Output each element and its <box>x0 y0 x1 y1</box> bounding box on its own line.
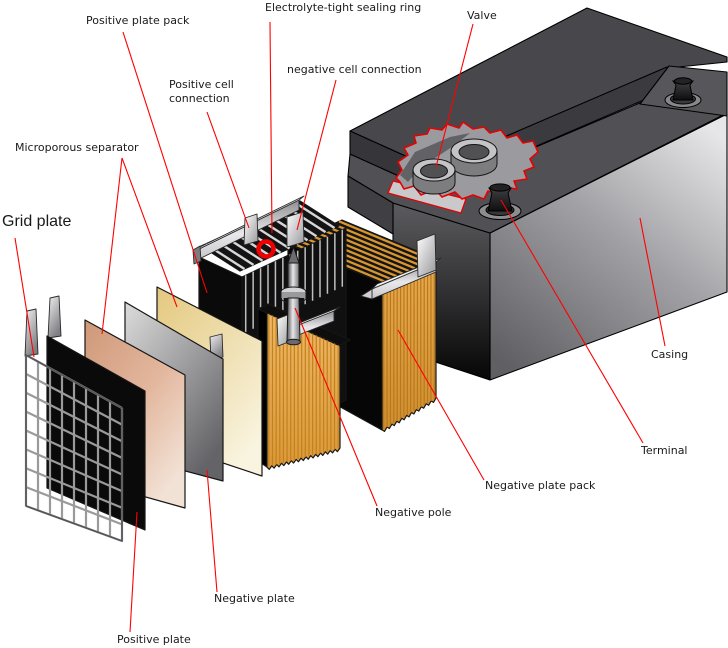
terminal-rear <box>664 77 702 108</box>
positive-plate-lug <box>47 295 62 339</box>
valve-front <box>412 158 456 195</box>
neg-pack-strap-flag <box>416 233 437 278</box>
label-negative-plate: Negative plate <box>214 592 295 605</box>
valve-rear <box>450 138 498 177</box>
leader-negative-cell-connection <box>296 79 337 231</box>
neg-pack-strap <box>360 233 442 300</box>
label-negative-pole: Negative pole <box>375 506 452 519</box>
leader-negative-plate <box>206 469 218 593</box>
leader-microporous-separator-2 <box>121 157 178 308</box>
negative-plate-pack <box>287 219 442 432</box>
positive-plate-black <box>46 295 146 531</box>
label-valve: Valve <box>467 9 497 22</box>
casing <box>347 7 728 381</box>
leader-valve <box>435 23 474 168</box>
leader-sealing-ring <box>269 21 273 234</box>
label-electrolyte-sealing-ring: Electrolyte-tight sealing ring <box>265 1 422 14</box>
label-terminal: Terminal <box>641 444 688 457</box>
pos-pack-strap <box>192 195 305 265</box>
negative-cell-connection-flag <box>286 211 305 248</box>
leader-negative-plate-pack <box>397 329 485 481</box>
annotations <box>14 21 666 633</box>
front-pack-face <box>266 312 341 470</box>
label-microporous-separator: Microporous separator <box>15 141 139 154</box>
label-positive-plate-pack: Positive plate pack <box>86 14 190 27</box>
leader-positive-plate-pack <box>122 31 208 294</box>
label-casing: Casing <box>651 348 689 361</box>
label-negative-plate-pack: Negative plate pack <box>485 479 596 492</box>
neg-pack-side-stripes <box>383 259 435 429</box>
label-negative-cell-connection: negative cell connection <box>287 63 422 76</box>
neg-pack-right-face <box>381 258 437 432</box>
leader-microporous-separator-1 <box>101 157 123 335</box>
front-pack-stripes <box>268 313 339 467</box>
positive-cell-connection-flag <box>243 213 259 246</box>
casing-left-step-face <box>347 175 394 235</box>
leader-positive-plate <box>129 511 138 633</box>
cutaway <box>387 121 539 214</box>
leader-negative-pole <box>294 307 378 507</box>
negative-pole <box>280 245 307 346</box>
leader-grid-plate <box>14 237 35 358</box>
sealing-ring-marker <box>256 239 276 259</box>
front-plate-pack <box>257 245 351 470</box>
label-positive-plate: Positive plate <box>117 633 191 646</box>
leader-casing <box>639 217 666 347</box>
leader-terminal <box>500 199 644 444</box>
label-grid-plate: Grid plate <box>2 213 72 230</box>
label-positive-cell-connection: Positive cell connection <box>169 78 234 105</box>
leader-positive-cell-connection <box>206 111 250 229</box>
